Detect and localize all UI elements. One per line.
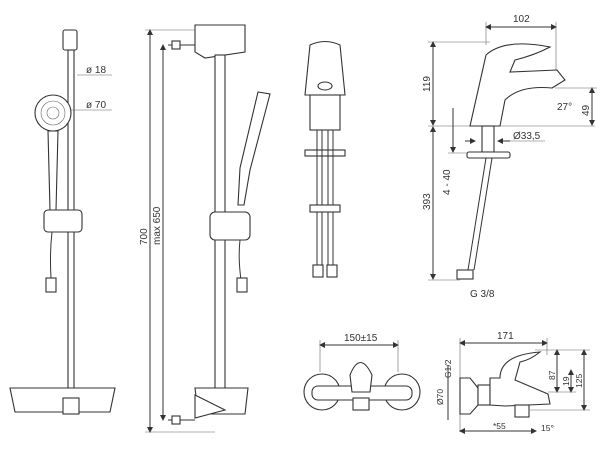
dim-diverter: 19	[561, 376, 571, 386]
dim-counter-thickness: 4 - 40	[442, 169, 453, 195]
dim-base-diameter: Ø33,5	[513, 131, 541, 142]
hand-shower-head	[34, 94, 72, 132]
dim-total-height: 700	[139, 228, 150, 245]
dim-centres: 150±15	[344, 333, 378, 344]
wall-rosette	[459, 377, 479, 415]
basin-mixer-side-view: 102 119 49 27° Ø33,5 4 - 40 393 G 3/8	[422, 14, 597, 300]
dim-hose-length: 393	[422, 193, 433, 210]
mounting-plate-side	[466, 151, 511, 159]
dim-height: 119	[422, 76, 433, 92]
bottom-wall-bracket-side	[194, 394, 227, 419]
bath-mixer-body-side	[489, 351, 551, 407]
dim-lever-height: 87	[547, 370, 557, 380]
top-wall-bracket-side	[194, 24, 246, 59]
bath-spout-front	[352, 397, 370, 411]
basin-mixer-front-view	[304, 40, 346, 278]
bottom-wall-bracket	[62, 397, 80, 415]
top-wall-bracket	[62, 29, 78, 51]
bath-spout-side	[514, 404, 530, 418]
dim-total-height: 125	[574, 374, 584, 388]
dim-hose-diameter: ø 18	[86, 65, 106, 76]
mounting-plate	[304, 149, 346, 157]
bath-mixer-side-view: 171 G1/2 Ø70 87 19 125 *55 15°	[435, 331, 590, 434]
shower-holder-side	[209, 211, 251, 241]
hand-shower-side	[237, 91, 271, 206]
bath-mixer-front-view: 150±15	[303, 333, 421, 411]
mixer-body-front	[304, 40, 346, 96]
dim-depth: 102	[513, 14, 530, 25]
screw-top	[168, 40, 195, 50]
dim-head-diameter: ø 70	[86, 100, 106, 111]
hose-connector	[456, 269, 474, 280]
dim-spout-offset: *55	[493, 421, 506, 431]
hose-nut	[45, 277, 57, 293]
dim-angle: 27°	[557, 102, 572, 113]
shower-rail-front-view: ø 18 ø 70	[9, 29, 116, 415]
dim-max-spacing: max 650	[152, 206, 163, 245]
dim-depth: 171	[497, 331, 514, 342]
dim-rosette: Ø70	[435, 389, 445, 405]
bath-lever-front	[349, 361, 373, 393]
dim-spout-height: 49	[581, 104, 592, 116]
aerator	[317, 81, 333, 91]
dim-connection: G 3/8	[470, 289, 495, 300]
dim-thread: G1/2	[443, 359, 453, 378]
hand-shower-handle	[47, 130, 59, 211]
shower-holder	[43, 209, 83, 233]
mixer-body-side	[469, 43, 566, 127]
dim-spout-angle: 15°	[541, 423, 554, 433]
shower-rail-side-view: 700 max 650	[139, 24, 271, 433]
screw-bottom	[168, 415, 195, 425]
